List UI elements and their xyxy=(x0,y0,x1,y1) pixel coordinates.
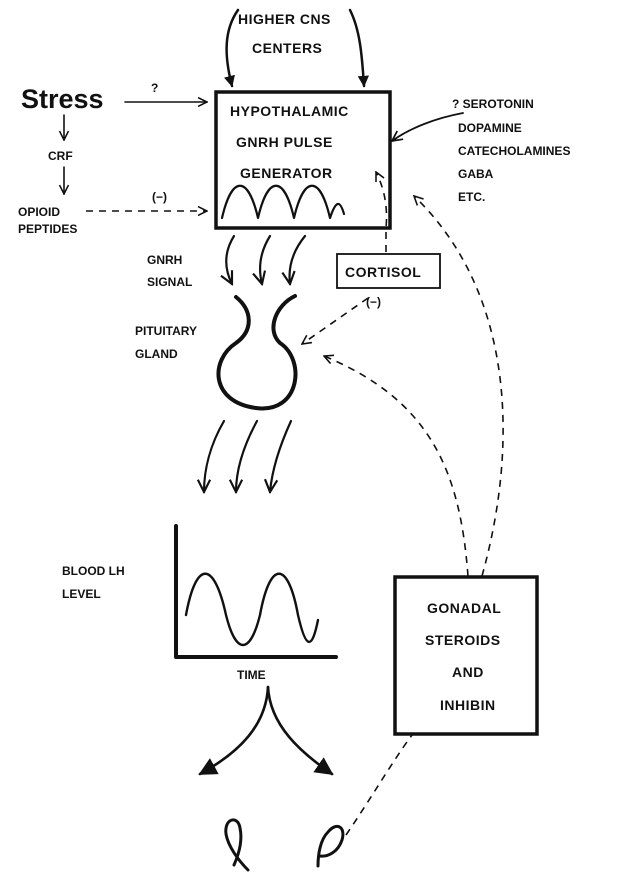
opioid-inhibition-sign: (−) xyxy=(152,190,167,204)
blood-lh-line1: BLOOD LH xyxy=(62,564,125,578)
higher-cns-line1: HIGHER CNS xyxy=(238,11,331,27)
neurotransmitter-arrow xyxy=(392,113,463,141)
pituitary-line2: GLAND xyxy=(135,347,178,361)
gnrh-arrow-2 xyxy=(260,236,270,284)
hypothalamic-line2: GNRH PULSE xyxy=(236,134,333,150)
lh-graph-axes xyxy=(176,526,336,657)
cortisol-inhibition-sign: (−) xyxy=(366,295,381,309)
steroids-to-pituitary-arrow xyxy=(324,356,468,576)
stress-question-mark: ? xyxy=(151,81,158,95)
opioid-line1: OPIOID xyxy=(18,205,60,219)
split-arrow-right xyxy=(268,687,332,774)
gnrh-arrow-1 xyxy=(226,236,234,284)
blood-lh-line2: LEVEL xyxy=(62,587,101,601)
lh-arrow-3 xyxy=(270,421,291,492)
hypothalamic-line3: GENERATOR xyxy=(240,165,333,181)
higher-cns-centers-label: HIGHER CNS CENTERS xyxy=(238,11,331,56)
neuro-line2: DOPAMINE xyxy=(458,121,522,135)
crf-label: CRF xyxy=(48,149,73,163)
gnrh-arrow-3 xyxy=(290,236,305,284)
pituitary-gland-shape xyxy=(218,296,295,408)
time-axis-label: TIME xyxy=(237,668,266,682)
split-arrow-left xyxy=(200,687,268,774)
gonad-to-steroids-dashed xyxy=(346,735,412,835)
cortisol-to-pituitary-arrow xyxy=(302,298,368,344)
gonadal-line4: INHIBIN xyxy=(440,697,496,713)
left-gonad-shape xyxy=(226,820,248,870)
stress-label: Stress xyxy=(21,84,104,114)
lh-pulse-wave xyxy=(186,574,318,645)
lh-arrow-2 xyxy=(236,421,257,492)
hypothalamic-line1: HYPOTHALAMIC xyxy=(230,103,349,119)
right-gonad-shape xyxy=(318,826,343,866)
gnrh-signal-line1: GNRH xyxy=(147,253,182,267)
pituitary-line1: PITUITARY xyxy=(135,324,197,338)
gonadal-line2: STEROIDS xyxy=(425,632,501,648)
gnrh-signal-line2: SIGNAL xyxy=(147,275,192,289)
gnrh-pulse-wave xyxy=(222,186,344,218)
higher-cns-line2: CENTERS xyxy=(252,40,322,56)
cortisol-to-hypothalamus-arrow xyxy=(376,172,387,252)
cns-right-arrow xyxy=(350,10,364,86)
neuro-line3: CATECHOLAMINES xyxy=(458,144,570,158)
gonadal-line1: GONADAL xyxy=(427,600,501,616)
steroids-to-hypothalamus-arrow xyxy=(414,196,503,576)
cns-left-arrow xyxy=(227,10,238,86)
neuro-line4: GABA xyxy=(458,167,494,181)
gonadal-line3: AND xyxy=(452,664,484,680)
neuro-line1: ? SEROTONIN xyxy=(452,97,534,111)
cortisol-label: CORTISOL xyxy=(345,264,421,280)
lh-arrow-1 xyxy=(204,421,224,492)
neuro-line5: ETC. xyxy=(458,190,485,204)
opioid-line2: PEPTIDES xyxy=(18,222,77,236)
